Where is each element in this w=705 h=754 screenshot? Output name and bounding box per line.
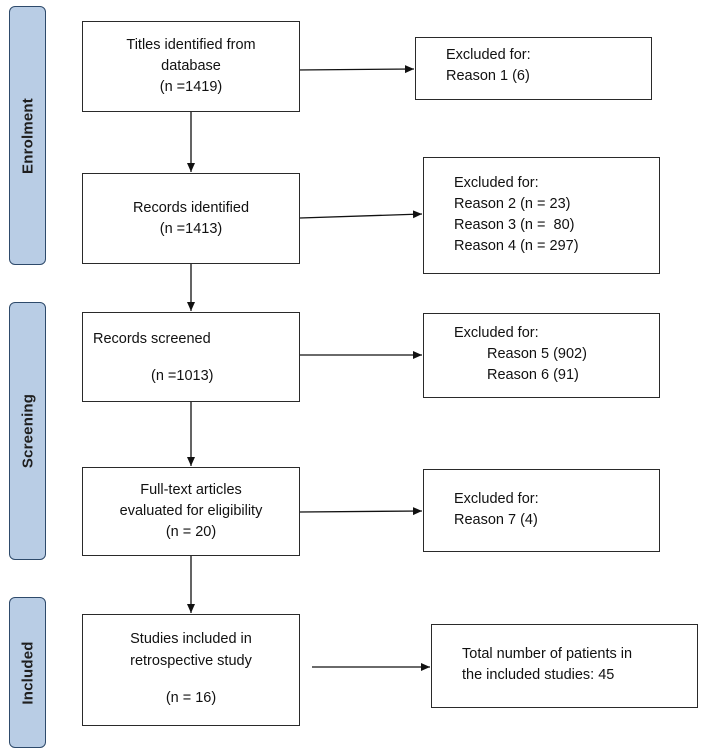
box-excluded-4: Excluded for: Reason 7 (4) (423, 469, 660, 552)
records-screened-label: Records screened (93, 331, 211, 347)
arrow-to-excluded-2 (299, 210, 423, 219)
records-screened-count: (n =1013) (151, 368, 214, 384)
excluded-2-reason-4: Reason 4 (n = 297) (454, 238, 579, 254)
excluded-2-reason-2: Reason 2 (n = 23) (454, 196, 571, 212)
records-identified-count: (n =1413) (159, 220, 223, 237)
excluded-3-reason-5: Reason 5 (902) (487, 346, 587, 362)
excluded-2-heading: Excluded for: (454, 175, 539, 191)
titles-count: (n =1419) (159, 79, 223, 95)
box-titles-identified: Titles identified from database (n =1419… (82, 21, 300, 112)
excluded-2-reason-3: Reason 3 (n = 80) (454, 217, 575, 233)
titles-line-2: database (161, 58, 221, 74)
box-total-patients: Total number of patients in the included… (431, 624, 698, 708)
stage-enrolment: Enrolment (9, 6, 46, 265)
stage-screening: Screening (9, 302, 46, 560)
studies-line-1: Studies included in (130, 631, 252, 647)
studies-count: (n = 16) (165, 690, 217, 706)
box-excluded-1: Excluded for: Reason 1 (6) (415, 37, 652, 100)
excluded-4-reason-7: Reason 7 (4) (454, 512, 538, 528)
excluded-3-reason-6: Reason 6 (91) (487, 367, 579, 383)
stage-included: Included (9, 597, 46, 748)
excluded-3-heading: Excluded for: (454, 325, 539, 341)
excluded-1-heading: Excluded for: (446, 47, 531, 63)
box-records-screened: Records screened (n =1013) (82, 312, 300, 402)
box-studies-included: Studies included in retrospective study … (82, 614, 300, 726)
fulltext-count: (n = 20) (165, 524, 217, 540)
arrow-to-excluded-4 (299, 507, 423, 516)
total-line-1: Total number of patients in (462, 646, 633, 662)
fulltext-line-2: evaluated for eligibility (119, 503, 263, 519)
titles-line-1: Titles identified from (126, 37, 256, 53)
box-excluded-2: Excluded for: Reason 2 (n = 23) Reason 3… (423, 157, 660, 274)
box-records-identified: Records identified (n =1413) (82, 173, 300, 264)
excluded-4-heading: Excluded for: (454, 491, 539, 507)
excluded-1-reason-1: Reason 1 (6) (446, 68, 530, 84)
studies-line-2: retrospective study (130, 653, 252, 669)
box-fulltext-articles: Full-text articles evaluated for eligibi… (82, 467, 300, 556)
arrow-to-excluded-1 (295, 65, 415, 74)
box-excluded-3: Excluded for: Reason 5 (902) Reason 6 (9… (423, 313, 660, 398)
fulltext-line-1: Full-text articles (140, 482, 242, 498)
total-line-2: the included studies: 45 (462, 667, 615, 683)
records-identified-label: Records identified (132, 199, 250, 216)
